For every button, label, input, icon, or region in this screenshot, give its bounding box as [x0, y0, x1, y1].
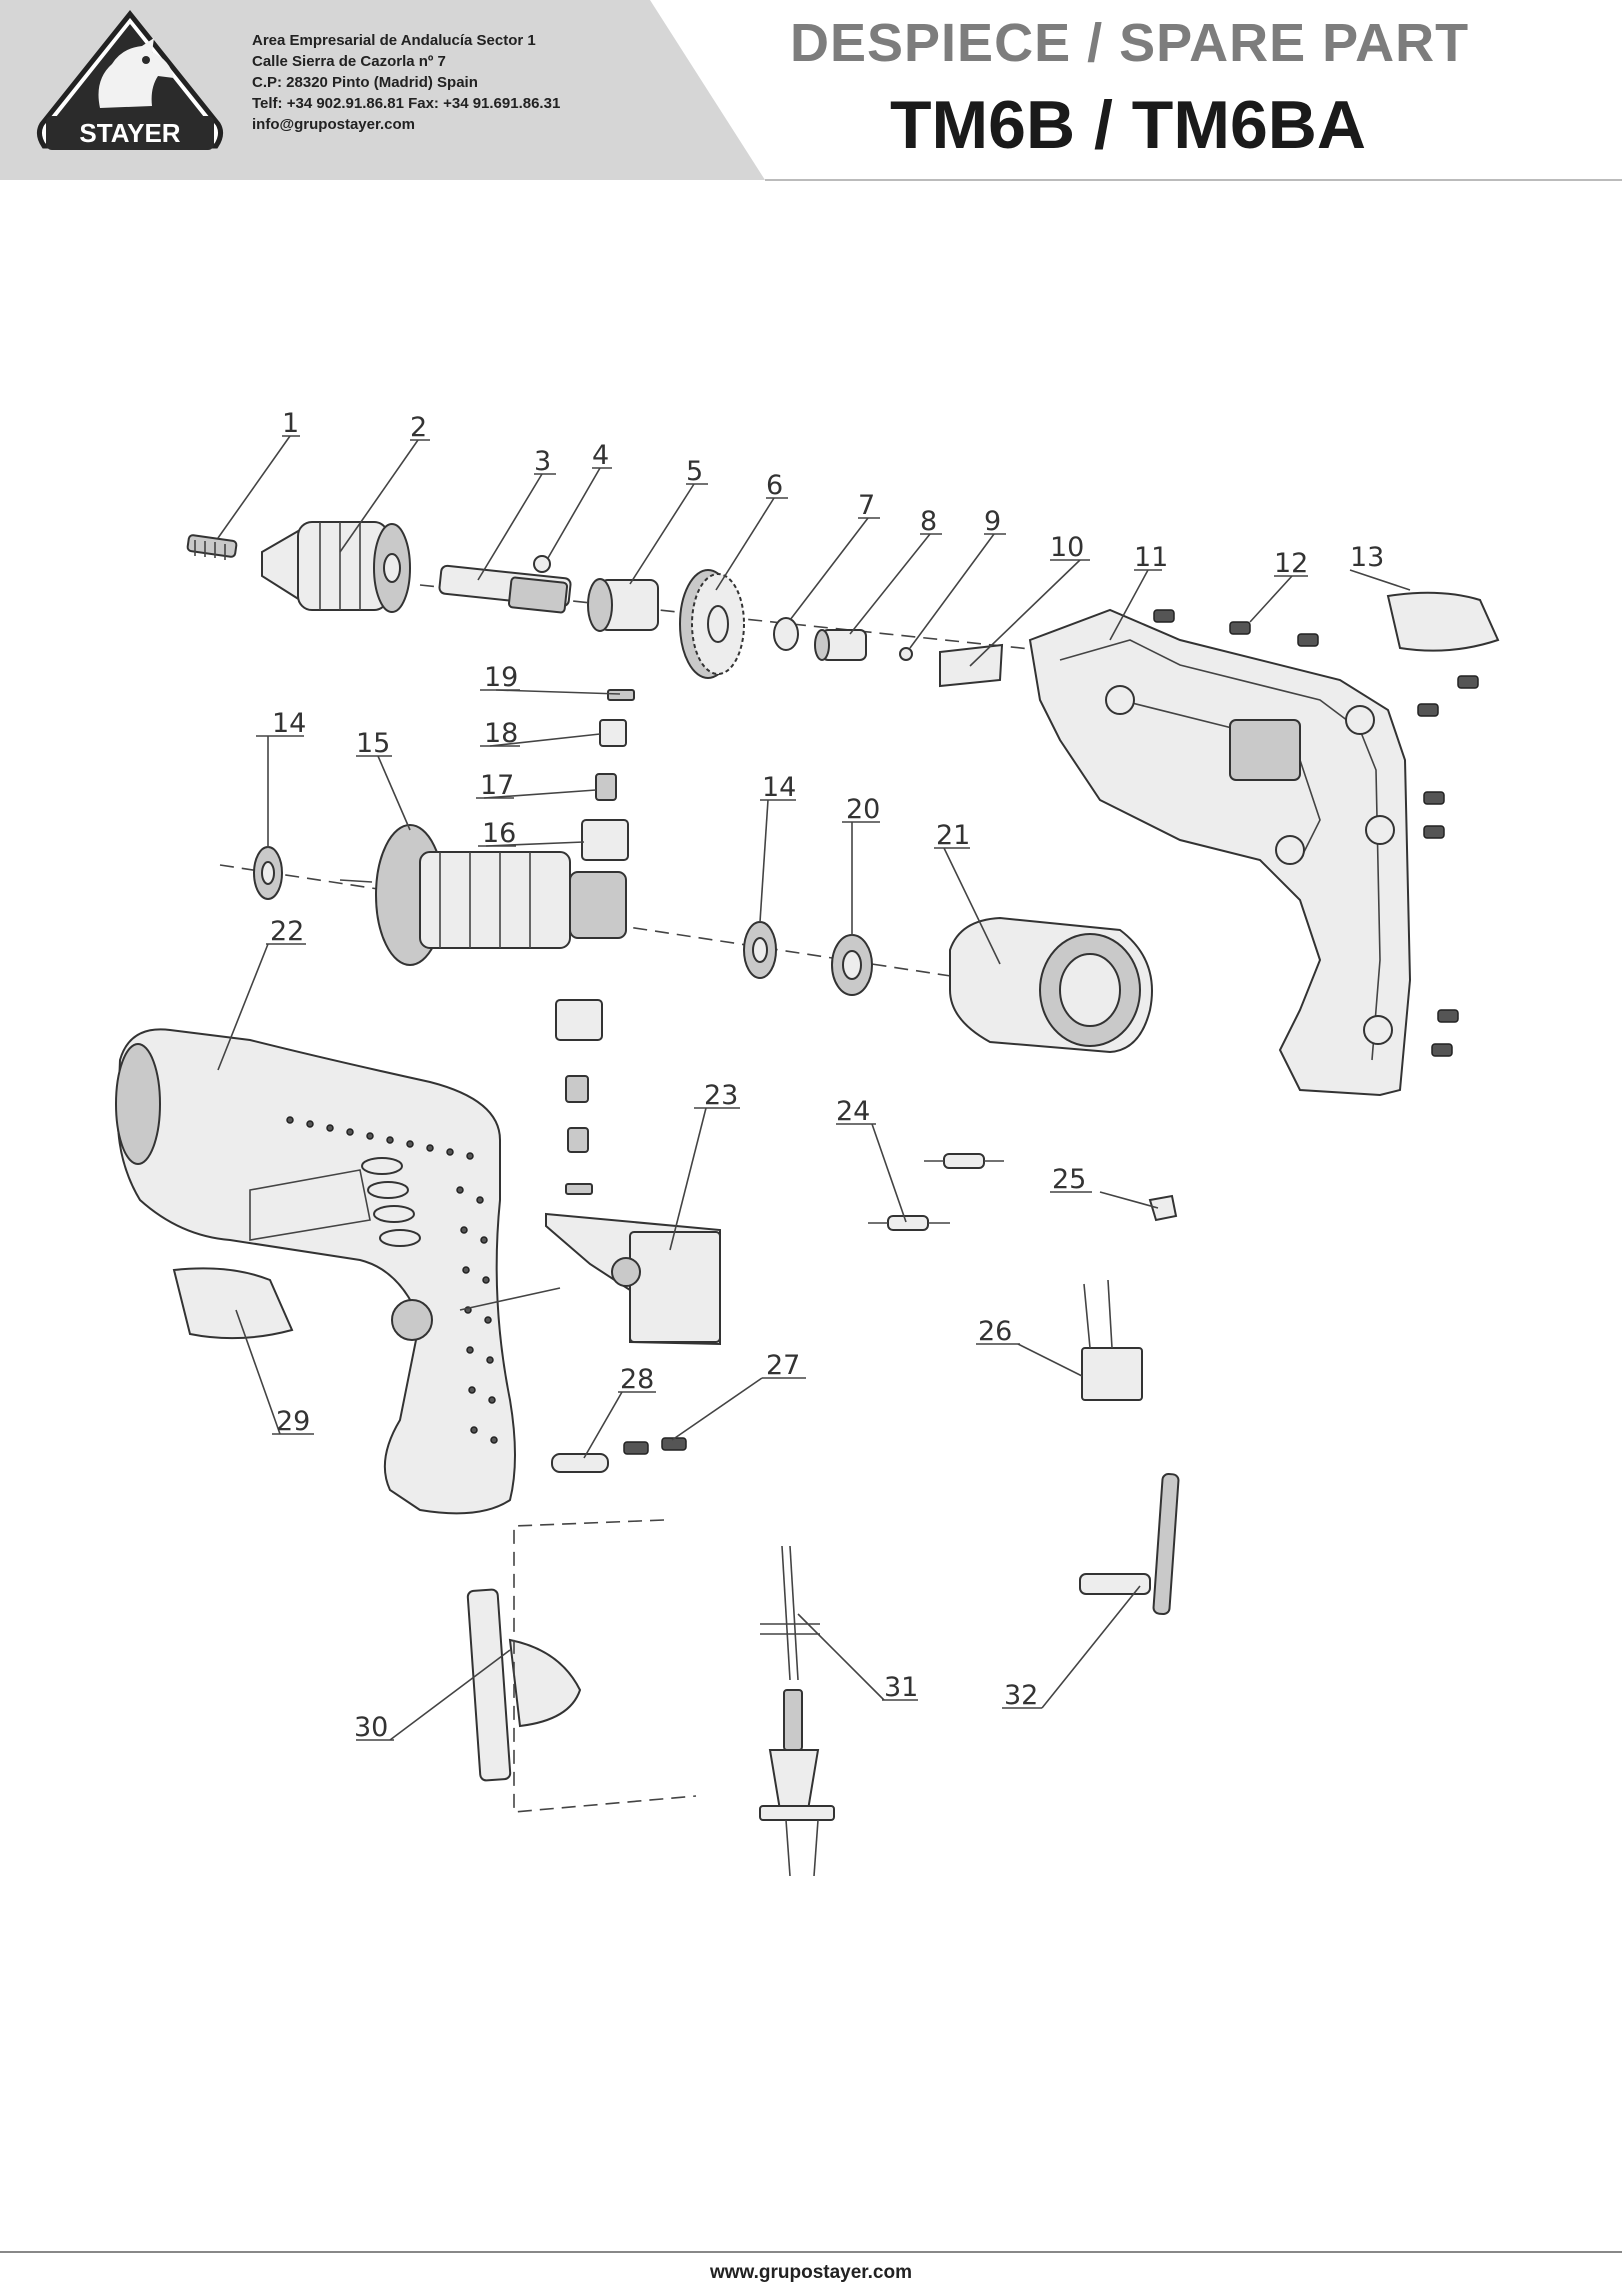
part-12-screws	[1153, 609, 1479, 1057]
part-24-springs	[868, 1153, 1004, 1231]
callout-25: 25	[1052, 1164, 1086, 1195]
part-5-sleeve	[587, 578, 659, 632]
callout-26: 26	[978, 1316, 1012, 1347]
callout-13: 13	[1350, 542, 1384, 573]
address-phone-fax: Telf: +34 902.91.86.81 Fax: +34 91.691.8…	[252, 95, 561, 112]
leader-lines	[217, 435, 1411, 1741]
callout-24: 24	[836, 1096, 870, 1127]
callout-16: 16	[482, 818, 516, 849]
part-switch-brush-pieces	[555, 999, 603, 1195]
part-32-chuck-key	[1079, 1473, 1180, 1615]
callout-20: 20	[846, 794, 880, 825]
part-23-switch	[545, 1212, 721, 1346]
part-30-side-handle	[466, 1588, 582, 1782]
address-email: info@grupostayer.com	[252, 116, 415, 133]
callout-21: 21	[936, 820, 970, 851]
callout-2: 2	[410, 412, 427, 443]
part-17-carbon-brush	[595, 773, 617, 801]
stayer-logo: STAYER	[36, 9, 224, 150]
callout-7: 7	[858, 490, 875, 521]
model-title: TM6B / TM6BA	[890, 87, 1366, 163]
callout-19: 19	[484, 662, 518, 693]
callout-8: 8	[920, 506, 937, 537]
exploded-parts-diagram: 1 2 3 4 5 6 7 8 9 10 11 12 13 14 15 16 1…	[115, 408, 1500, 1877]
callout-28: 28	[620, 1364, 654, 1395]
part-18-brush-spring	[599, 719, 627, 747]
callout-6: 6	[766, 470, 783, 501]
part-11-housing-half	[1028, 608, 1412, 1097]
part-29-label	[172, 1267, 294, 1340]
footer-divider	[0, 2251, 1622, 2253]
callout-4: 4	[592, 440, 609, 471]
callout-14-right: 14	[762, 772, 796, 803]
company-address: Area Empresarial de Andalucía Sector 1 C…	[252, 30, 560, 135]
document-subtitle: DESPIECE / SPARE PART	[790, 13, 1470, 73]
address-line-1: Area Empresarial de Andalucía Sector 1	[252, 32, 536, 49]
part-15-armature	[339, 824, 627, 966]
callout-11: 11	[1134, 542, 1168, 573]
part-27-screws	[623, 1437, 687, 1455]
callout-31: 31	[884, 1672, 918, 1703]
callout-12: 12	[1274, 548, 1308, 579]
part-28-cable-clamp	[551, 1453, 609, 1473]
part-4-ball	[533, 555, 551, 573]
callout-22: 22	[270, 916, 304, 947]
part-7-circlip	[773, 617, 799, 651]
callout-30: 30	[354, 1712, 388, 1743]
part-callouts: 1 2 3 4 5 6 7 8 9 10 11 12 13 14 15 16 1…	[270, 408, 1384, 1743]
part-14-bearing-left	[253, 846, 283, 900]
callout-29: 29	[276, 1406, 310, 1437]
part-22-housing-half	[115, 1028, 516, 1515]
callout-15: 15	[356, 728, 390, 759]
part-3-spindle	[438, 564, 572, 614]
part-13-label	[1386, 591, 1500, 652]
part-14-bearing-right	[743, 921, 777, 979]
part-26-capacitor	[1081, 1279, 1143, 1401]
callout-3: 3	[534, 446, 551, 477]
cable-bracket-outline	[513, 1519, 697, 1813]
part-1-screw	[186, 534, 238, 560]
footer-website: www.grupostayer.com	[709, 2262, 912, 2283]
callout-18: 18	[484, 718, 518, 749]
part-20-baffle-ring	[831, 934, 873, 996]
callout-32: 32	[1004, 1680, 1038, 1711]
callout-5: 5	[686, 456, 703, 487]
part-21-stator	[949, 916, 1153, 1054]
part-25-lever	[1148, 1194, 1178, 1222]
callout-14-left: 14	[272, 708, 306, 739]
part-16-brush-holder	[581, 819, 629, 861]
part-19-brush-cap	[607, 689, 635, 701]
part-9-ball	[899, 647, 913, 661]
callout-17: 17	[480, 770, 514, 801]
callout-9: 9	[984, 506, 1001, 537]
callout-23: 23	[704, 1080, 738, 1111]
address-line-2: Calle Sierra de Cazorla nº 7	[252, 53, 446, 70]
part-31-power-cord	[759, 1545, 835, 1877]
part-2-chuck	[261, 521, 411, 613]
callout-1: 1	[282, 408, 299, 439]
callout-27: 27	[766, 1350, 800, 1381]
part-6-gear	[679, 569, 745, 679]
callout-10: 10	[1050, 532, 1084, 563]
brand-logo-text: STAYER	[79, 118, 180, 148]
address-line-3: C.P: 28320 Pinto (Madrid) Spain	[252, 74, 478, 91]
part-8-bushing	[814, 629, 867, 661]
